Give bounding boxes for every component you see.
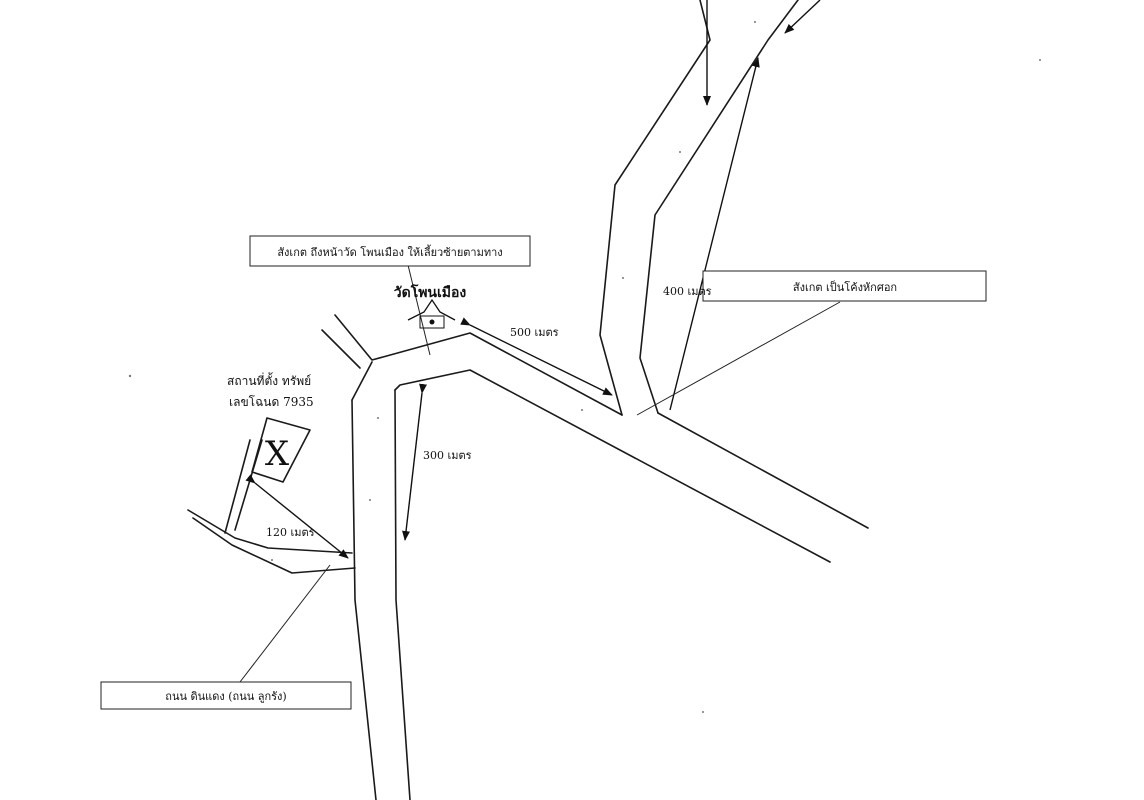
property-lane-left (224, 439, 251, 534)
top-right-arrow (784, 0, 821, 34)
distance-120-label: 120 เมตร (266, 526, 315, 539)
distance-500-arrow (460, 317, 613, 396)
temple-name: วัดโพนเมือง (394, 283, 467, 301)
main-road-left-edge (351, 399, 377, 800)
east-road-upper-edge (657, 412, 869, 529)
road-name-text: ถนน ดินแดง (ถนน ลูกรัง) (165, 690, 286, 703)
north-road-left-edge (599, 0, 711, 416)
property-label-line2: เลขโฉนด 7935 (229, 395, 314, 409)
scan-specks (128, 21, 1041, 713)
temple-icon (407, 298, 456, 329)
fork-note-text: สังเกต เป็นโค้งหักศอก (793, 280, 897, 294)
distance-120-arrow (245, 474, 349, 559)
side-road-lower-edge (192, 517, 356, 574)
temple-note-text: สังเกต ถึงหน้าวัด โพนเมือง ให้เลี้ยวซ้าย… (277, 244, 502, 259)
fork-note-callout: สังเกต เป็นโค้งหักศอก (702, 270, 987, 302)
temple-road-upper-edge (334, 314, 623, 416)
temple-road-lower-edge (351, 361, 373, 401)
main-road-right-edge (394, 389, 411, 800)
temple-note-leader (407, 264, 431, 356)
distance-300-label: 300 เมตร (423, 449, 472, 462)
north-arrow-up (669, 57, 760, 411)
temple-road-inner-edge (394, 369, 831, 563)
temple-note-callout: สังเกต ถึงหน้าวัด โพนเมือง ให้เลี้ยวซ้าย… (249, 235, 531, 267)
fork-note-leader (636, 301, 841, 416)
distance-500-label: 500 เมตร (510, 326, 559, 339)
north-road-right-edge (639, 0, 799, 414)
distance-400-label: 400 เมตร (663, 285, 712, 298)
temple-road-left-spur (321, 329, 361, 369)
road-name-leader (239, 564, 331, 683)
road-name-callout: ถนน ดินแดง (ถนน ลูกรัง) (100, 681, 352, 710)
distance-300-arrow (402, 383, 428, 541)
property-marker: X (265, 434, 290, 474)
property-label-line1: สถานที่ตั้ง ทรัพย์ (227, 372, 311, 388)
